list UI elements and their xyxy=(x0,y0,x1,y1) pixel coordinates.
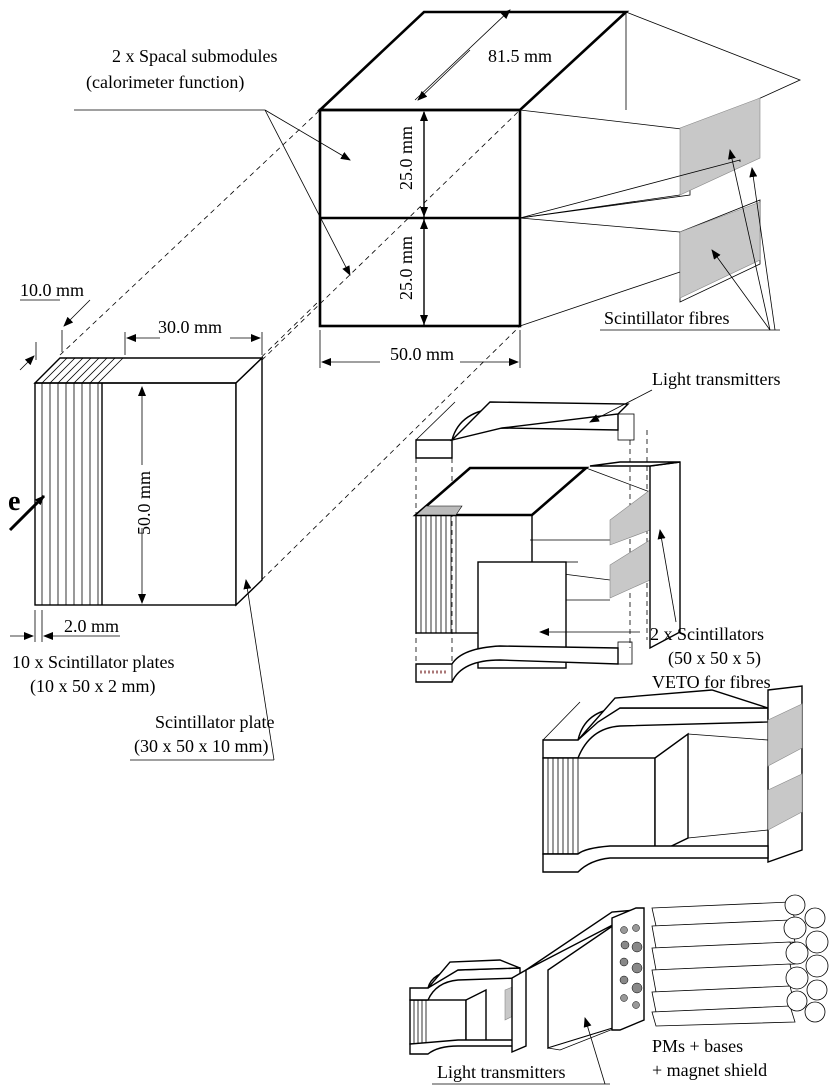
dim-50-height-label: 50.0 mm xyxy=(134,471,154,535)
dim-81-5-label: 81.5 mm xyxy=(488,46,552,66)
plate-label-line2: (30 x 50 x 10 mm) xyxy=(134,736,269,757)
veto-label-line2: (50 x 50 x 5) xyxy=(668,648,761,669)
veto-label-line1: 2 x Scintillators xyxy=(650,624,764,644)
dim-10-label: 10.0 mm xyxy=(20,280,84,300)
dim-30-label: 30.0 mm xyxy=(158,317,222,337)
light-tx-top-label: Light transmitters xyxy=(652,369,780,389)
spacal-module xyxy=(316,10,630,328)
plates-label-line2: (10 x 50 x 2 mm) xyxy=(30,676,156,697)
plates-label-line1: 10 x Scintillator plates xyxy=(12,652,174,672)
spacal-label-line1: 2 x Spacal submodules xyxy=(112,46,277,66)
pms-label-line2: + magnet shield xyxy=(652,1060,767,1080)
left-scintillator-block xyxy=(33,356,264,607)
pms-label-line1: PMs + bases xyxy=(652,1036,743,1056)
spacal-label-line2: (calorimeter function) xyxy=(86,72,244,93)
assembled-unit xyxy=(542,685,803,873)
dim-25-top-label: 25.0 mm xyxy=(396,126,416,190)
beam-e-label: e xyxy=(8,486,20,517)
pm-assembly xyxy=(409,894,829,1055)
exploded-assembly xyxy=(412,401,681,683)
light-tx-bottom-label: Light transmitters xyxy=(437,1062,565,1082)
fibres-label: Scintillator fibres xyxy=(604,308,729,328)
dim-50-width-label: 50.0 mm xyxy=(390,344,454,364)
dim-25-bot-label: 25.0 mm xyxy=(396,236,416,300)
dim-2-label: 2.0 mm xyxy=(64,616,119,636)
veto-label-line3: VETO for fibres xyxy=(652,672,771,692)
plate-label-line1: Scintillator plate xyxy=(155,712,274,732)
